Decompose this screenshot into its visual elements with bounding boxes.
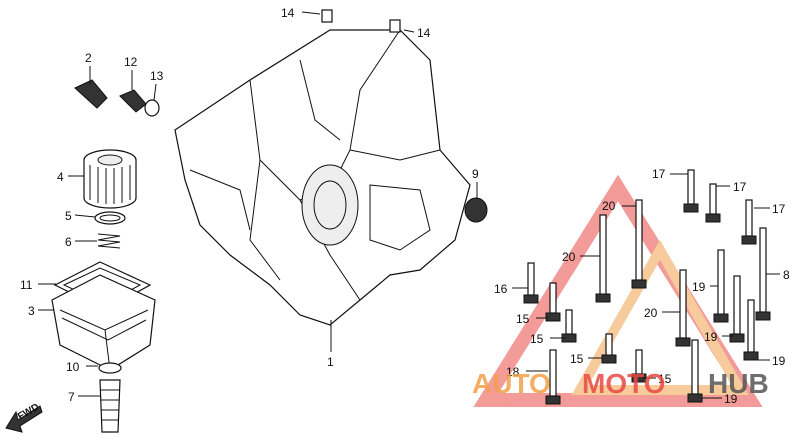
callout-19a: 19 (692, 280, 706, 294)
callout-6: 6 (65, 235, 72, 249)
o-ring-small (98, 362, 122, 374)
bolt-18 (545, 349, 561, 405)
oil-pressure-switch (74, 79, 108, 109)
watermark-text: AUTO MOTO HUB (472, 368, 769, 399)
bolt-20a (595, 214, 611, 303)
callout-labels: 14 14 2 12 13 4 5 6 11 3 10 7 1 9 17 17 … (20, 6, 790, 406)
bolt-17a (683, 169, 699, 213)
bolt-15b (561, 309, 577, 343)
callout-15c: 15 (570, 352, 584, 366)
sealing-washer (144, 99, 160, 117)
watermark-hub: HUB (708, 368, 769, 399)
watermark-auto: AUTO (472, 368, 551, 399)
rubber-cap (464, 197, 488, 223)
bolt-15a (545, 282, 561, 322)
callout-11: 11 (20, 278, 33, 292)
dowel-pin-a (321, 9, 333, 23)
callout-15d: 15 (658, 372, 672, 386)
fwd-arrow (5, 405, 43, 433)
bolt-8 (755, 227, 771, 321)
callout-20b: 20 (562, 250, 576, 264)
callout-16: 16 (494, 282, 508, 296)
callout-2: 2 (85, 51, 92, 65)
callout-9: 9 (472, 167, 479, 181)
callout-15a: 15 (516, 312, 530, 326)
callout-17b: 17 (733, 180, 747, 194)
oil-filter (83, 149, 137, 209)
bolt-17b (705, 183, 721, 223)
callout-17a: 17 (652, 167, 666, 181)
callout-14b: 14 (417, 26, 431, 40)
callout-12: 12 (124, 55, 138, 69)
callout-3: 3 (28, 304, 35, 318)
callout-17c: 17 (772, 202, 786, 216)
callout-5: 5 (65, 209, 72, 223)
callout-18: 18 (506, 365, 520, 379)
callout-8: 8 (783, 268, 790, 282)
bolt-19b (729, 275, 745, 343)
dowel-pin-b (389, 19, 401, 33)
oil-strainer-pipe (99, 379, 121, 433)
callout-1: 1 (327, 355, 334, 369)
bolt-20b (631, 199, 647, 289)
bolt-15c (601, 333, 617, 364)
crankcase-lower (174, 9, 471, 326)
callout-19b: 19 (704, 330, 718, 344)
callout-19d: 19 (724, 392, 738, 406)
bolt-set (523, 169, 771, 405)
o-ring (94, 211, 126, 225)
watermark-moto: MOTO (582, 368, 665, 399)
callout-7: 7 (68, 390, 75, 404)
callout-10: 10 (66, 360, 80, 374)
drain-bolt (119, 89, 147, 113)
watermark-triangle-inner (571, 239, 749, 395)
callout-20a: 20 (602, 199, 616, 213)
bolt-16 (523, 262, 539, 304)
bolt-17c (741, 199, 757, 245)
bolt-20c (675, 269, 691, 347)
spring (97, 233, 121, 249)
bolt-19c (743, 299, 759, 361)
callout-20c: 20 (644, 306, 658, 320)
leader-lines (38, 11, 780, 399)
callout-4: 4 (57, 170, 64, 184)
bolt-19a (713, 249, 729, 323)
callout-19c: 19 (772, 354, 786, 368)
callout-13: 13 (150, 69, 164, 83)
callout-15b: 15 (530, 332, 544, 346)
callout-14a: 14 (281, 6, 295, 20)
